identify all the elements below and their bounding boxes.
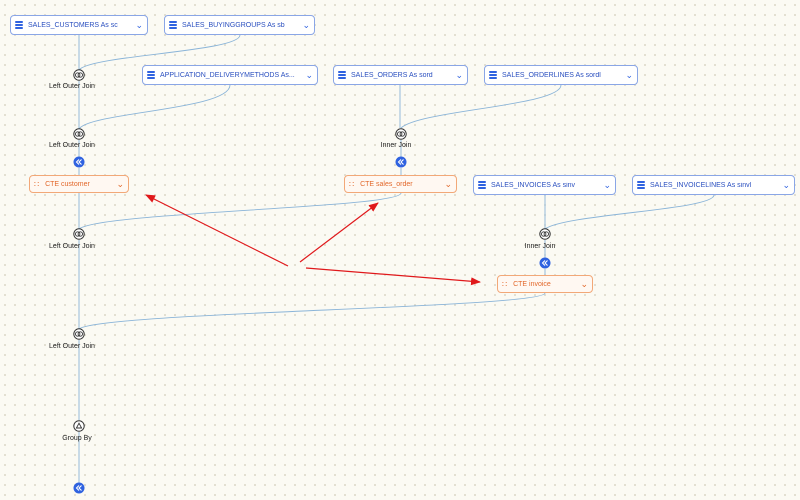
cte-node-sales-order[interactable]: ∷ CTE sales_order ⌄ bbox=[344, 175, 457, 193]
table-node-label: SALES_ORDERS As sord bbox=[351, 71, 433, 79]
table-icon bbox=[489, 71, 497, 79]
chevron-down-icon[interactable]: ⌄ bbox=[625, 69, 633, 80]
table-node-label: SALES_CUSTOMERS As sc bbox=[28, 21, 118, 29]
chevron-down-icon[interactable]: ⌄ bbox=[135, 19, 143, 30]
cte-node-label: CTE invoice bbox=[513, 280, 551, 288]
connector-line bbox=[78, 84, 231, 130]
table-node-label: SALES_INVOICES As sinv bbox=[491, 181, 576, 189]
table-node-label: SALES_ORDERLINES As sordl bbox=[502, 71, 601, 79]
cte-node-customer[interactable]: ∷ CTE customer ⌄ bbox=[29, 175, 129, 193]
join-icon[interactable] bbox=[395, 128, 407, 140]
chevron-down-icon[interactable]: ⌄ bbox=[116, 178, 124, 189]
annotation-arrows bbox=[145, 194, 481, 286]
operator-label-left-outer-join: Left Outer Join bbox=[49, 343, 95, 350]
cte-node-label: CTE customer bbox=[45, 180, 90, 188]
annotation-arrow-sales-order bbox=[299, 202, 379, 263]
operator-label-inner-join: Inner Join bbox=[524, 243, 556, 250]
collapse-badge-icon[interactable] bbox=[73, 482, 85, 494]
connector-line bbox=[78, 192, 402, 230]
connector-lines bbox=[78, 34, 715, 483]
table-icon bbox=[169, 21, 177, 29]
expand-icon: ∷ bbox=[34, 179, 39, 189]
chevron-down-icon[interactable]: ⌄ bbox=[305, 69, 313, 80]
join-icon[interactable] bbox=[539, 228, 551, 240]
cte-node-label: CTE sales_order bbox=[360, 180, 413, 188]
table-icon bbox=[147, 71, 155, 79]
table-node-sales-invoicelines[interactable]: SALES_INVOICELINES As sinvl ⌄ bbox=[632, 175, 795, 195]
expand-icon: ∷ bbox=[502, 279, 507, 289]
table-node-label: APPLICATION_DELIVERYMETHODS As... bbox=[160, 71, 295, 79]
table-node-label: SALES_BUYINGGROUPS As sb bbox=[182, 21, 285, 29]
connector-line bbox=[78, 34, 241, 71]
chevron-down-icon[interactable]: ⌄ bbox=[603, 179, 611, 190]
chevron-down-icon[interactable]: ⌄ bbox=[302, 19, 310, 30]
expand-icon: ∷ bbox=[349, 179, 354, 189]
operator-label-left-outer-join: Left Outer Join bbox=[49, 142, 95, 149]
connector-line bbox=[78, 292, 546, 330]
cte-node-invoice[interactable]: ∷ CTE invoice ⌄ bbox=[497, 275, 593, 293]
group-by-icon[interactable] bbox=[73, 420, 85, 432]
join-icon[interactable] bbox=[73, 228, 85, 240]
join-icon[interactable] bbox=[73, 128, 85, 140]
table-node-sales-customers[interactable]: SALES_CUSTOMERS As sc ⌄ bbox=[10, 15, 148, 35]
operator-label-inner-join: Inner Join bbox=[380, 142, 412, 149]
collapse-badge-icon[interactable] bbox=[73, 156, 85, 168]
connector-line bbox=[544, 194, 715, 230]
operator-label-left-outer-join: Left Outer Join bbox=[49, 83, 95, 90]
operator-icons[interactable] bbox=[73, 69, 551, 432]
operator-label-left-outer-join: Left Outer Join bbox=[49, 243, 95, 250]
table-node-sales-invoices[interactable]: SALES_INVOICES As sinv ⌄ bbox=[473, 175, 616, 195]
table-node-sales-buyinggroups[interactable]: SALES_BUYINGGROUPS As sb ⌄ bbox=[164, 15, 315, 35]
table-icon bbox=[637, 181, 645, 189]
collapse-badge-icon[interactable] bbox=[539, 257, 551, 269]
table-node-label: SALES_INVOICELINES As sinvl bbox=[650, 181, 752, 189]
table-icon bbox=[478, 181, 486, 189]
connector-line bbox=[400, 84, 562, 129]
chevron-down-icon[interactable]: ⌄ bbox=[455, 69, 463, 80]
join-icon[interactable] bbox=[73, 328, 85, 340]
table-icon bbox=[15, 21, 23, 29]
table-node-sales-orders[interactable]: SALES_ORDERS As sord ⌄ bbox=[333, 65, 468, 85]
chevron-down-icon[interactable]: ⌄ bbox=[782, 179, 790, 190]
join-icon[interactable] bbox=[73, 69, 85, 81]
chevron-down-icon[interactable]: ⌄ bbox=[444, 178, 452, 189]
table-node-application-deliverymethods[interactable]: APPLICATION_DELIVERYMETHODS As... ⌄ bbox=[142, 65, 318, 85]
table-icon bbox=[338, 71, 346, 79]
annotation-arrow-invoice bbox=[305, 267, 481, 286]
collapse-badge-icon[interactable] bbox=[395, 156, 407, 168]
annotation-arrow-customer bbox=[145, 194, 289, 267]
collapse-badges[interactable] bbox=[73, 156, 551, 494]
chevron-down-icon[interactable]: ⌄ bbox=[580, 278, 588, 289]
table-node-sales-orderlines[interactable]: SALES_ORDERLINES As sordl ⌄ bbox=[484, 65, 638, 85]
operator-label-group-by: Group By bbox=[62, 435, 92, 442]
